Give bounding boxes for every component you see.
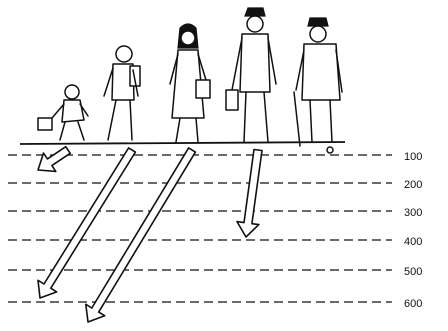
depth-lines — [8, 155, 392, 302]
figure-man-with-hat — [226, 8, 276, 142]
figure-old-man-with-cane — [294, 18, 342, 153]
ground-line — [20, 142, 345, 144]
arrow-child — [38, 147, 70, 172]
depth-label-100: 100 — [404, 151, 422, 163]
depth-label-500: 500 — [404, 266, 422, 278]
depth-label-300: 300 — [404, 207, 422, 219]
figure-woman — [170, 24, 210, 142]
figure-child — [38, 85, 88, 140]
depth-label-400: 400 — [404, 236, 422, 248]
depth-label-200: 200 — [404, 179, 422, 191]
arrow-man-with-hat — [237, 150, 262, 238]
depth-labels: 100 200 300 400 500 600 — [404, 151, 422, 310]
arrow-woman — [86, 148, 196, 322]
depth-label-600: 600 — [404, 298, 422, 310]
penetration-arrows — [38, 147, 262, 322]
figure-youth — [104, 46, 140, 140]
